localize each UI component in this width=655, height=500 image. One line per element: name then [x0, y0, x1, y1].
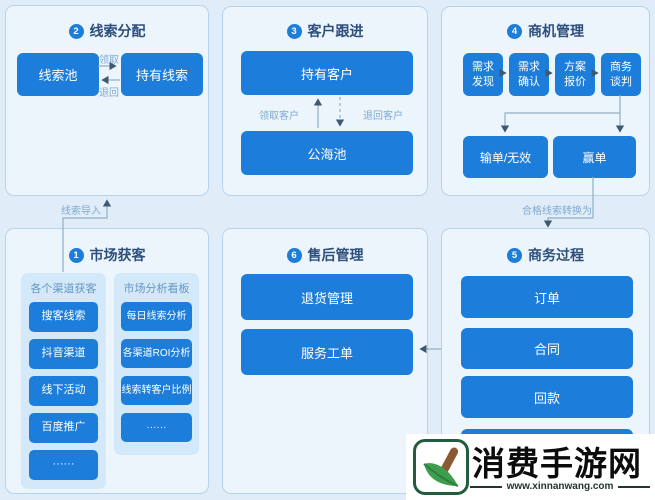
node-demand-discovery: 需求发现: [463, 53, 503, 96]
arrow-label-return: 退回: [99, 88, 119, 99]
column-market-analysis: 市场分析看板 每日线索分析 各渠道ROI分析 线索转客户比例 ······: [114, 273, 199, 455]
node-offline-events: 线下活动: [29, 376, 98, 406]
arrow-label-claim: 领取: [99, 55, 119, 66]
node-order: 订单: [461, 276, 633, 318]
panel-market-acquisition-header: 1 市场获客: [6, 245, 208, 265]
node-contract: 合同: [461, 328, 633, 369]
node-held-leads: 持有线索: [121, 53, 203, 96]
node-service-ticket: 服务工单: [241, 329, 413, 375]
node-demand-confirm: 需求确认: [509, 53, 549, 96]
column-title: 各个渠道获客: [30, 283, 97, 295]
node-search-leads: 搜客线索: [29, 302, 98, 332]
step-number-badge: 4: [507, 23, 522, 39]
step-number-badge: 5: [507, 247, 522, 263]
node-channel-roi-analysis: 各渠道ROI分析: [121, 339, 192, 368]
node-lead-conversion-ratio: 线索转客户比例: [121, 376, 192, 405]
step-number-badge: 2: [68, 23, 84, 39]
node-more-channels: ······: [29, 450, 98, 480]
rule-right: [618, 485, 650, 488]
panel-opportunity-management-header: 4 商机管理: [442, 21, 649, 41]
node-won: 赢单: [553, 136, 636, 178]
panel-opportunity-management: 4 商机管理 需求发现 需求确认 方案报价 商务谈判 输单/无效 赢单: [441, 6, 650, 196]
panel-lead-allocation-header: 2 线索分配: [6, 21, 208, 41]
step-number-badge: 3: [286, 23, 302, 39]
node-more-analysis: ······: [121, 413, 192, 442]
watermark-url-text: www.xinnanwang.com: [506, 481, 614, 492]
panel-after-sales: 6 售后管理 退货管理 服务工单: [222, 228, 428, 494]
node-held-customers: 持有客户: [241, 51, 413, 95]
node-return-management: 退货管理: [241, 274, 413, 320]
watermark-url: www.xinnanwang.com: [470, 481, 650, 492]
panel-title: 商务过程: [528, 247, 584, 263]
node-baidu-promo: 百度推广: [29, 413, 98, 443]
node-lost-invalid: 输单/无效: [463, 136, 548, 178]
column-title: 市场分析看板: [123, 283, 190, 295]
arrow-label-return-customer: 退回客户: [363, 111, 403, 122]
panel-title: 客户跟进: [307, 23, 364, 39]
arrow-label-lead-import: 线索导入: [61, 206, 101, 217]
panel-after-sales-header: 6 售后管理: [223, 245, 427, 265]
panel-title: 售后管理: [307, 247, 364, 263]
node-lead-pool: 线索池: [17, 53, 99, 96]
watermark-logo: [413, 439, 469, 495]
node-daily-lead-analysis: 每日线索分析: [121, 302, 192, 331]
panel-title: 市场获客: [89, 247, 146, 263]
panel-title: 线索分配: [89, 23, 146, 39]
rule-left: [470, 485, 502, 488]
panel-lead-allocation: 2 线索分配 线索池 持有线索: [5, 5, 209, 196]
watermark: 消费手游网 www.xinnanwang.com: [406, 434, 655, 500]
column-acquisition-channels: 各个渠道获客 搜客线索 抖音渠道 线下活动 百度推广 ······: [21, 273, 106, 489]
panel-market-acquisition: 1 市场获客 各个渠道获客 搜客线索 抖音渠道 线下活动 百度推广 ······…: [5, 228, 209, 494]
panel-title: 商机管理: [528, 23, 584, 39]
node-business-negotiation: 商务谈判: [601, 53, 641, 96]
watermark-title: 消费手游网: [472, 445, 642, 482]
step-number-badge: 6: [286, 247, 302, 263]
step-number-badge: 1: [68, 247, 84, 263]
panel-customer-followup: 3 客户跟进 持有客户 公海池: [222, 6, 428, 196]
leaf-and-stick-icon: [423, 447, 459, 487]
node-douyin-channel: 抖音渠道: [29, 339, 98, 369]
node-proposal-quote: 方案报价: [555, 53, 595, 96]
arrow-label-claim-customer: 领取客户: [259, 111, 299, 122]
node-public-pool: 公海池: [241, 131, 413, 175]
node-payment-collection: 回款: [461, 376, 633, 418]
arrow-label-qualified-leads: 合格线索转换为: [522, 206, 592, 217]
panel-business-process-header: 5 商务过程: [442, 245, 649, 265]
panel-customer-followup-header: 3 客户跟进: [223, 21, 427, 41]
